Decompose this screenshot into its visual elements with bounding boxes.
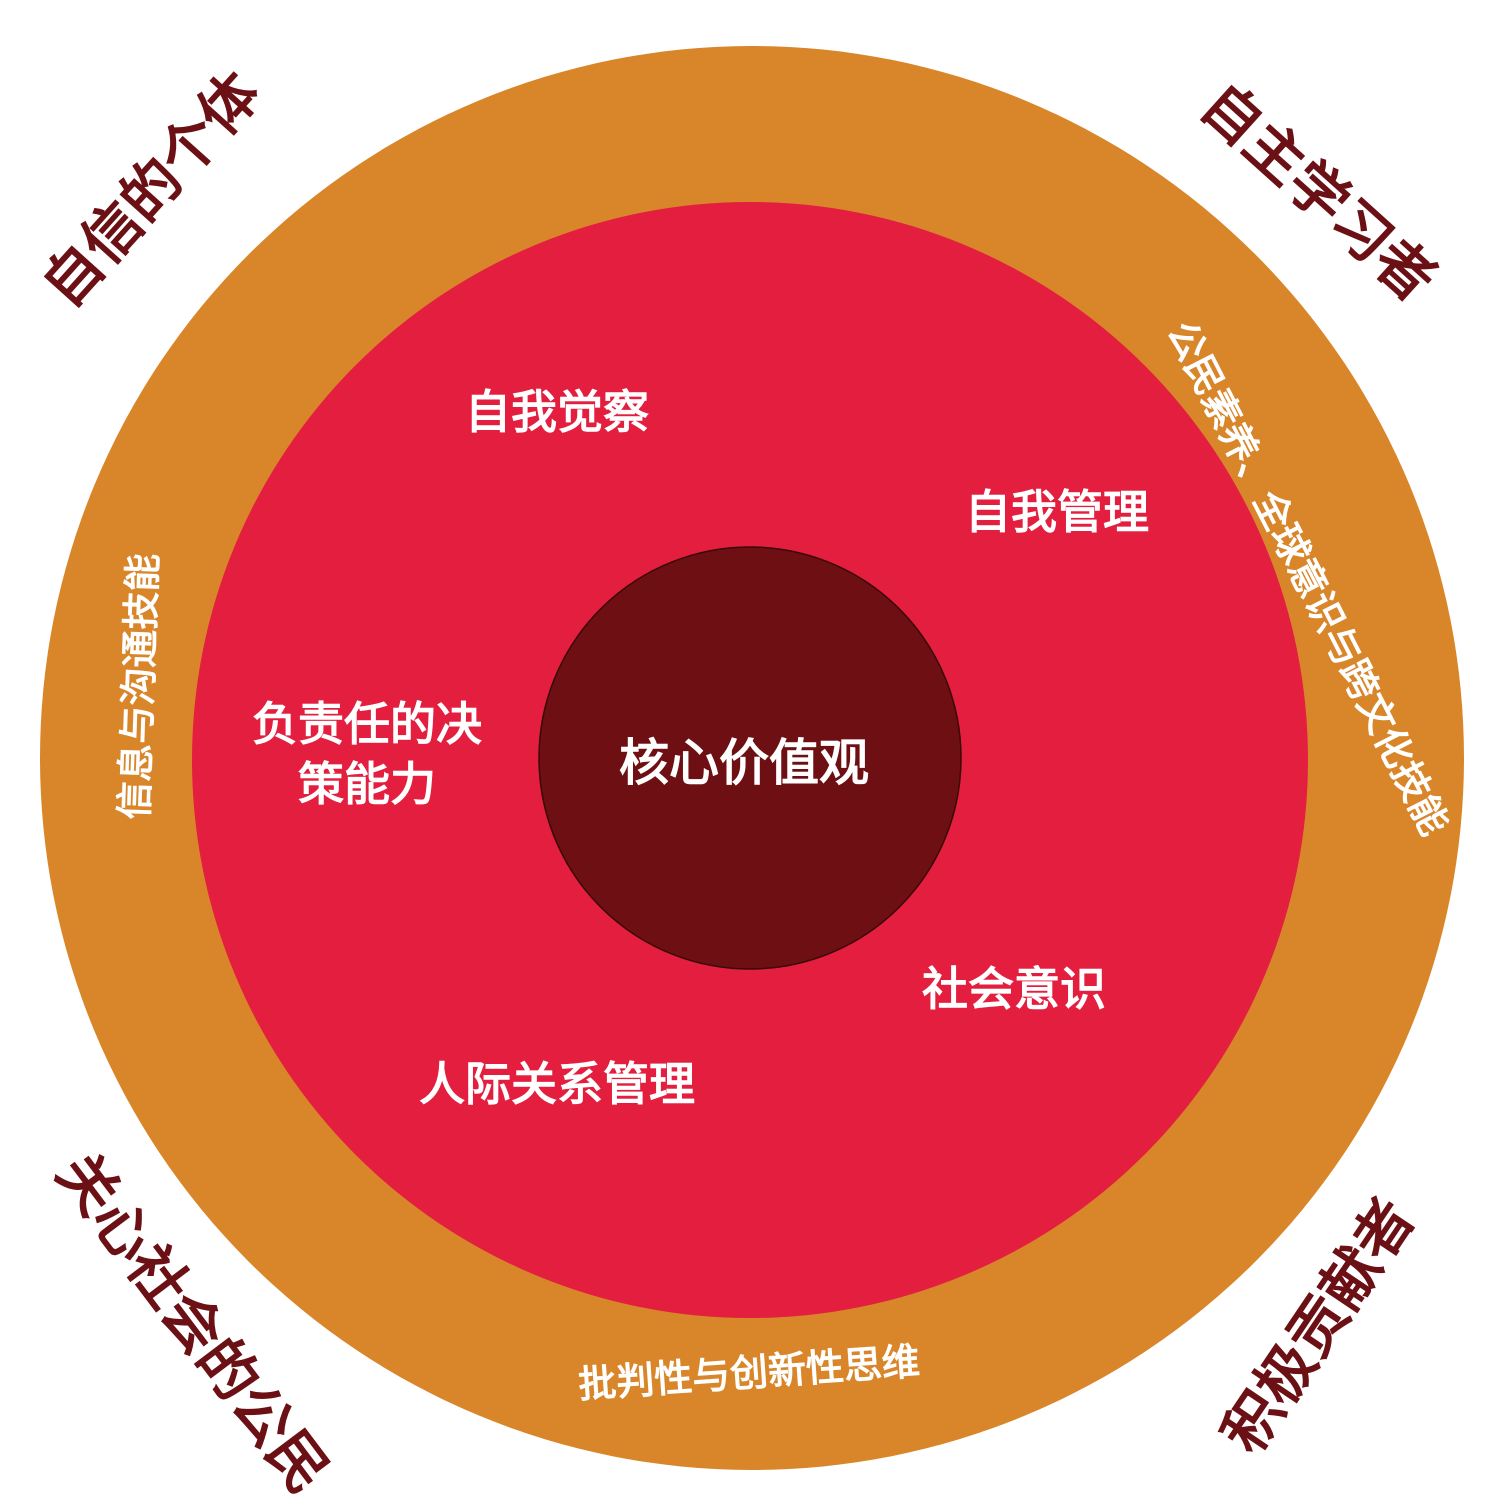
label-relationship-management: 人际关系管理 [419, 1057, 695, 1111]
label-decision-line1: 负责任的决 [252, 697, 482, 751]
label-self-awareness: 自我觉察 [465, 385, 649, 439]
core-circle [538, 546, 962, 970]
label-social-awareness: 社会意识 [922, 962, 1106, 1016]
label-self-management: 自我管理 [965, 485, 1149, 539]
core-label: 核心价值观 [619, 734, 869, 792]
label-decision-line2: 策能力 [298, 757, 436, 811]
ring-label-left: 信息与沟通技能 [112, 553, 165, 820]
